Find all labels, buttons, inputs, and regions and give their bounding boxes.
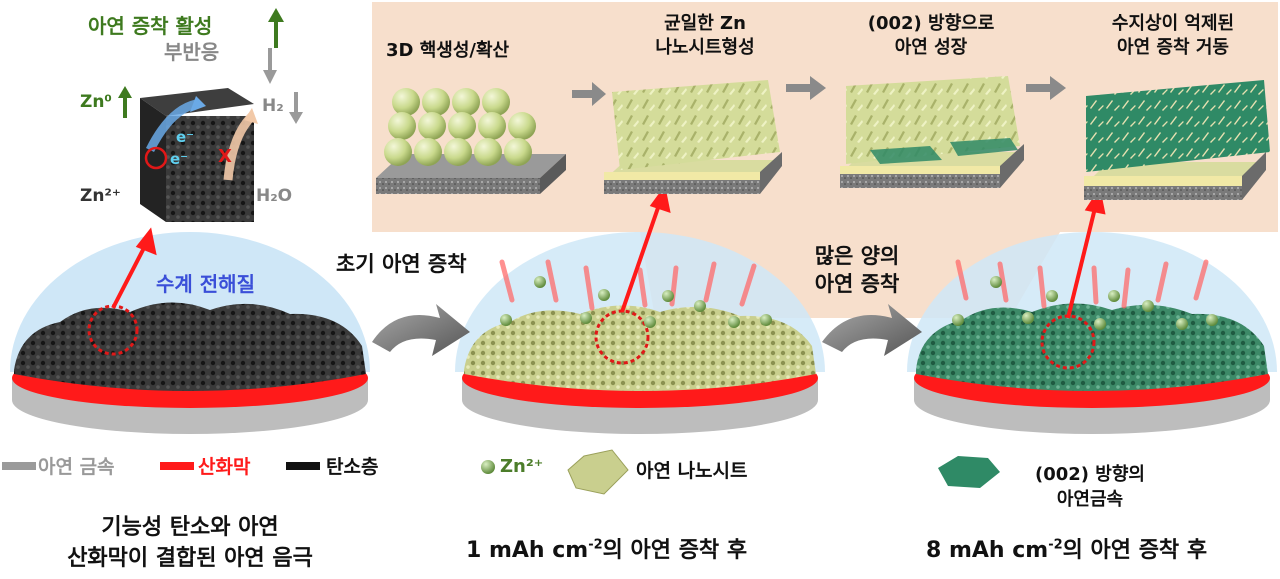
electrode-left: [12, 302, 368, 434]
carbon-cube-inset: X: [140, 88, 258, 222]
h2-down-arrow-icon: [289, 92, 303, 124]
electrolyte-label: 수계 전해질: [156, 272, 255, 296]
legend-zn2plus: Zn²⁺: [500, 456, 544, 477]
legend-oxide-film: 산화막: [198, 456, 251, 478]
zn0-label: Zn⁰: [80, 92, 112, 112]
legend-swatch-zinc: [2, 462, 36, 470]
zn-ions-right: [952, 276, 1218, 330]
curved-arrow-icon: [372, 304, 470, 356]
stage-3d-nucleation: [376, 88, 566, 194]
h2-label: H₂: [262, 96, 284, 116]
zn0-up-arrow-icon: [118, 86, 132, 118]
electron-icon: e⁻: [170, 150, 189, 168]
stage-arrows: [572, 76, 1066, 106]
curved-arrow-icon: [822, 304, 922, 356]
deposit-site-icon: [144, 146, 168, 170]
hexagon-zinc-metal-icon: [938, 456, 1000, 488]
legend-zinc-metal: 아연 금속: [38, 456, 115, 478]
caption-mid: 1 mAh cm-2의 아연 증착 후: [466, 537, 748, 563]
zn2plus-inset-label: Zn²⁺: [80, 186, 121, 206]
early-deposition-label: 초기 아연 증착: [336, 252, 467, 276]
side-reaction-x-icon: X: [218, 146, 232, 167]
much-deposition-label: 많은 양의 아연 증착: [814, 244, 900, 296]
stage-title-1: 3D 핵생성/확산: [386, 40, 510, 61]
zn-ions-mid: [500, 276, 772, 328]
stage-title-3: (002) 방향으로 아연 성장: [867, 13, 995, 58]
electron-icon: e⁻: [176, 128, 195, 146]
ion-flux-beams-right: [955, 259, 1209, 309]
caption-left: 기능성 탄소와 아연 산화막이 결합된 아연 음극: [67, 515, 313, 571]
h2o-label: H₂O: [256, 186, 293, 206]
caption-right: 8 mAh cm-2의 아연 증착 후: [926, 537, 1208, 563]
stage-title-2: 균일한 Zn 나노시트형성: [655, 13, 755, 58]
side-reaction-label: 부반응: [164, 40, 220, 64]
activity-label: 아연 증착 활성: [88, 14, 213, 38]
down-arrow-icon: [263, 48, 277, 84]
ion-sphere-icon: [481, 460, 495, 474]
hexagon-nanosheet-icon: [567, 449, 629, 495]
electrode-mid: [462, 305, 818, 434]
carbon-layer: [14, 302, 366, 391]
stage-title-4: 수지상이 억제된 아연 증착 거동: [1111, 13, 1235, 58]
legend-zn-nanosheet: 아연 나노시트: [636, 460, 748, 482]
stage-002-growth: [840, 76, 1024, 188]
up-arrow-icon: [268, 8, 284, 48]
stage-nanosheet-formation: [604, 80, 782, 194]
legend-swatch-carbon: [286, 462, 320, 470]
stage-dendrite-free: [1084, 80, 1270, 200]
legend-oriented-zinc: (002) 방향의 아연금속: [1035, 464, 1145, 510]
legend-swatch-oxide: [160, 462, 194, 470]
legend-carbon-layer: 탄소층: [326, 456, 379, 478]
